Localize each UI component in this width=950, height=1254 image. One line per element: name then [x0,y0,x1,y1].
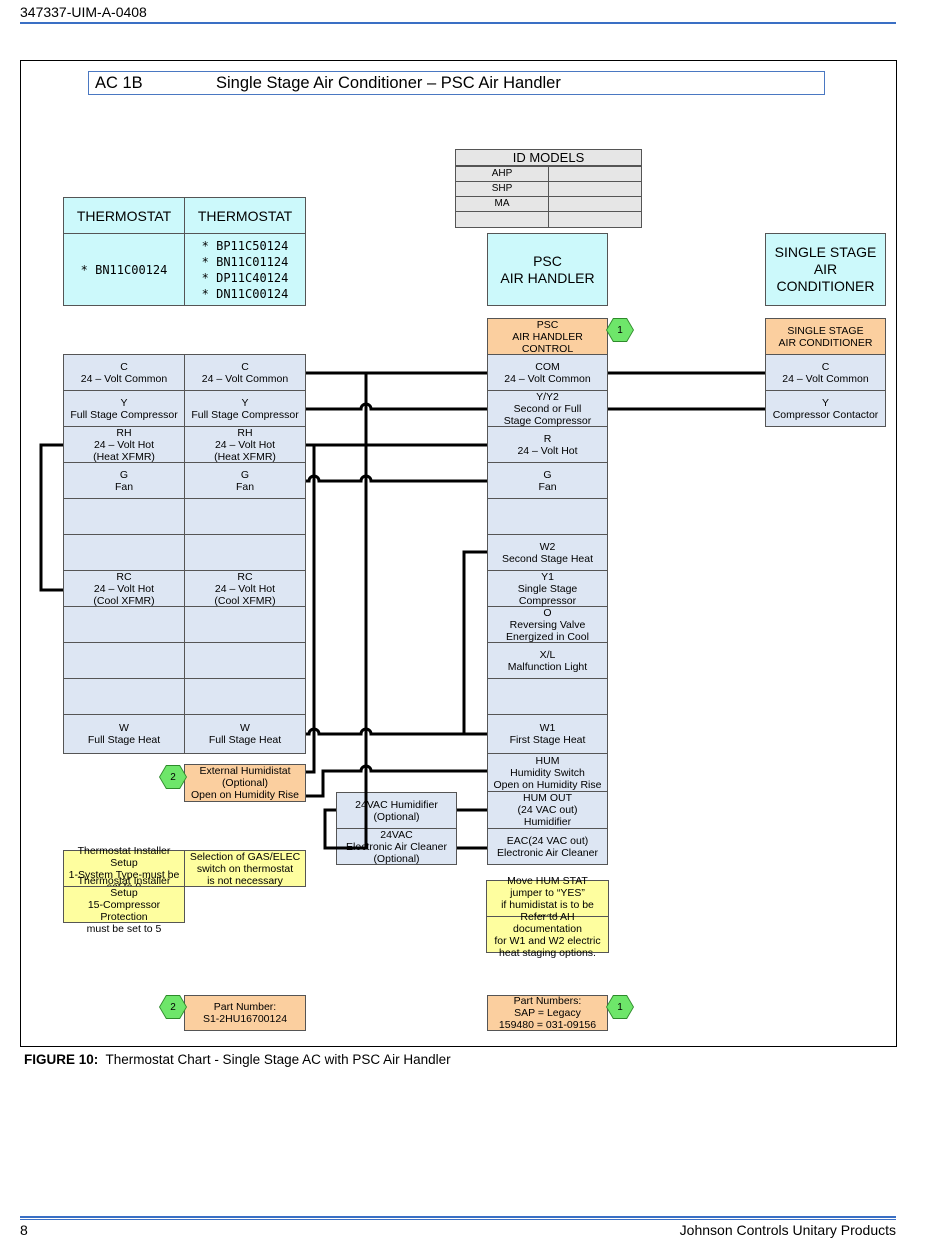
wire-r-vertical-to-humidistat [306,445,316,774]
thermostat-terminal-blank [184,498,306,535]
thermostat-terminal-blank [184,606,306,643]
humidifier: 24VAC Humidifier (Optional) [336,792,457,829]
hum-stat-note: Move HUM STAT jumper to “YES” if humidis… [486,875,609,923]
ah-terminal-o: O Reversing Valve Energized in Cool [487,606,608,643]
thermostat-models-1: * BN11C00124 [63,233,185,306]
ah-terminal-eac: EAC(24 VAC out) Electronic Air Cleaner [487,828,608,865]
id-models-title: ID MODELS [455,149,642,166]
footer-rule-thin [20,1219,896,1220]
callout-1-hex: 1 [607,996,633,1018]
wire-y-thermostat-ah [306,402,487,411]
document-id: 347337-UIM-A-0408 [20,4,147,20]
ah-terminal-hum: HUM Humidity Switch Open on Humidity Ris… [487,753,608,792]
humidistat-part-number: Part Number: S1-2HU16700124 [184,995,306,1031]
callout-2-hex: 2 [160,766,186,788]
installer-note-system-type: Thermostat Installer Setup 1-System Type… [63,845,185,893]
figure-text: Thermostat Chart - Single Stage AC with … [105,1052,451,1067]
figure-caption: FIGURE 10: Thermostat Chart - Single Sta… [24,1052,451,1067]
diagram-frame [20,60,897,1047]
diagram-code: AC 1B [95,74,143,92]
thermostat-terminal-blank [63,606,185,643]
external-humidistat: External Humidistat (Optional) Open on H… [184,764,306,802]
wire-rh-rc-jumper [39,443,63,592]
wire-hum-humidistat [306,764,487,798]
thermostat-terminal-blank [63,678,185,715]
thermostat-terminal-blank [184,642,306,679]
condenser-terminal-c: C 24 – Volt Common [765,354,886,391]
control-part-numbers: Part Numbers: SAP = Legacy 159480 = 031-… [487,995,608,1031]
wire-w-thermostat-ah [306,727,487,736]
wire-hum-out-humidifier [323,808,336,850]
figure-label: FIGURE 10: [24,1052,99,1067]
thermostat-terminal-rh: RH 24 – Volt Hot (Heat XFMR) [63,426,185,463]
thermostat-terminal-y: Y Full Stage Compressor [63,390,185,427]
ah-terminal-w1: W1 First Stage Heat [487,714,608,754]
thermostat-terminal-w: W Full Stage Heat [184,714,306,754]
thermostat-terminal-blank [184,534,306,571]
ah-terminal-com: COM 24 – Volt Common [487,354,608,391]
company-name: Johnson Controls Unitary Products [679,1222,896,1238]
ah-terminal-y1: Y1 Single Stage Compressor [487,570,608,607]
thermostat-terminal-rc: RC 24 – Volt Hot (Cool XFMR) [184,570,306,607]
thermostat-terminal-rc: RC 24 – Volt Hot (Cool XFMR) [63,570,185,607]
condenser-terminal-y: Y Compressor Contactor [765,390,886,427]
header-rule [20,22,896,24]
thermostat-head-2: THERMOSTAT [184,197,306,234]
thermostat-head-1: THERMOSTAT [63,197,185,234]
callout-2-hex: 2 [160,996,186,1018]
air-handler-control: PSC AIR HANDLER CONTROL [487,318,608,355]
wire-w2-w1-jumper [462,550,487,734]
footer-rule [20,1216,896,1218]
wire-common-vertical-bus [336,373,368,850]
air-handler-head: PSC AIR HANDLER [487,233,608,306]
electronic-air-cleaner: 24VAC Electronic Air Cleaner (Optional) [336,828,457,865]
thermostat-models-2: * BP11C50124 * BN11C01124 * DP11C40124 *… [184,233,306,306]
thermostat-terminal-y: Y Full Stage Compressor [184,390,306,427]
diagram-name: Single Stage Air Conditioner – PSC Air H… [216,74,561,92]
thermostat-terminal-c: C 24 – Volt Common [63,354,185,391]
thermostat-terminal-w: W Full Stage Heat [63,714,185,754]
diagram-title: AC 1B Single Stage Air Conditioner – PSC… [88,71,825,95]
ah-terminal-hum-out: HUM OUT (24 VAC out) Humidifier [487,791,608,829]
callout-1-hex: 1 [607,319,633,341]
gas-elec-note: Selection of GAS/ELEC switch on thermost… [184,850,306,887]
thermostat-terminal-rh: RH 24 – Volt Hot (Heat XFMR) [184,426,306,463]
page-number: 8 [20,1222,28,1238]
condenser-control: SINGLE STAGE AIR CONDITIONER [765,318,886,355]
wire-g-thermostat-ah [306,474,487,483]
condenser-head: SINGLE STAGE AIR CONDITIONER [765,233,886,306]
id-model-value [548,211,642,228]
ah-terminal-y-y2: Y/Y2 Second or Full Stage Compressor [487,390,608,427]
thermostat-terminal-c: C 24 – Volt Common [184,354,306,391]
